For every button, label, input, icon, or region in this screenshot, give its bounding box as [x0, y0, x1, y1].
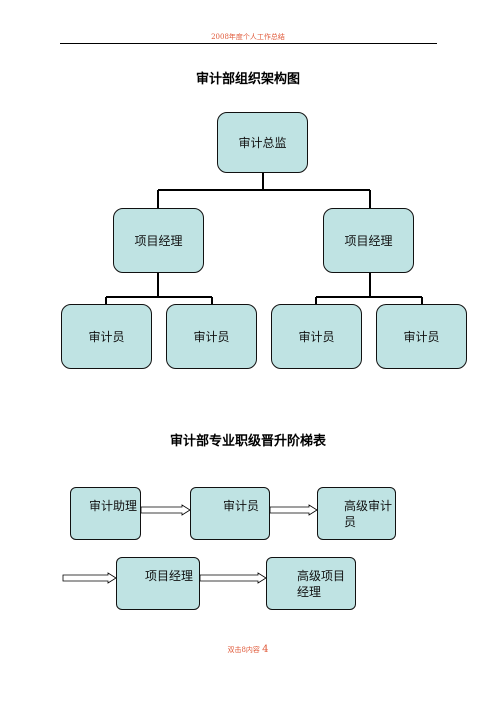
auditor-box-1: 审计员	[61, 304, 152, 369]
ladder-label-project-manager: 项目经理	[145, 569, 194, 583]
ladder-arrows	[62, 504, 318, 584]
director-box: 审计总监	[217, 112, 308, 173]
org-connector-lines	[105, 172, 423, 305]
manager-box-left: 项目经理	[113, 208, 204, 273]
ladder-box-assistant-auditor: 审计助理	[70, 487, 141, 540]
ladder-label-senior-auditor: 高级审计员	[344, 499, 393, 529]
auditor-box-2: 审计员	[166, 304, 257, 369]
footer-text: 双击8内容	[227, 646, 260, 654]
ladder-box-project-manager: 项目经理	[116, 557, 200, 610]
ladder-title: 审计部专业职级晋升阶梯表	[169, 434, 326, 449]
page-header: 2008年度个人工作总结	[211, 33, 285, 41]
auditor-box-3: 审计员	[271, 304, 362, 369]
arrow-3	[62, 572, 117, 584]
ladder-label-auditor: 审计员	[223, 499, 260, 513]
arrow-4	[199, 572, 267, 584]
ladder-box-senior-auditor: 高级审计员	[317, 487, 396, 540]
org-chart-title: 审计部组织架构图	[195, 72, 300, 87]
page-footer: 双击8内容 4	[0, 644, 496, 655]
manager-box-right: 项目经理	[323, 208, 414, 273]
auditor-box-4: 审计员	[376, 304, 467, 369]
page-number: 4	[262, 644, 269, 655]
ladder-box-auditor: 审计员	[190, 487, 270, 540]
ladder-label-assistant-auditor: 审计助理	[89, 499, 138, 513]
header-divider	[60, 43, 437, 44]
ladder-box-senior-project-manager: 高级项目经理	[266, 557, 356, 610]
arrow-1	[140, 504, 191, 516]
arrow-2	[269, 504, 318, 516]
ladder-label-senior-project-manager: 高级项目经理	[297, 569, 346, 599]
